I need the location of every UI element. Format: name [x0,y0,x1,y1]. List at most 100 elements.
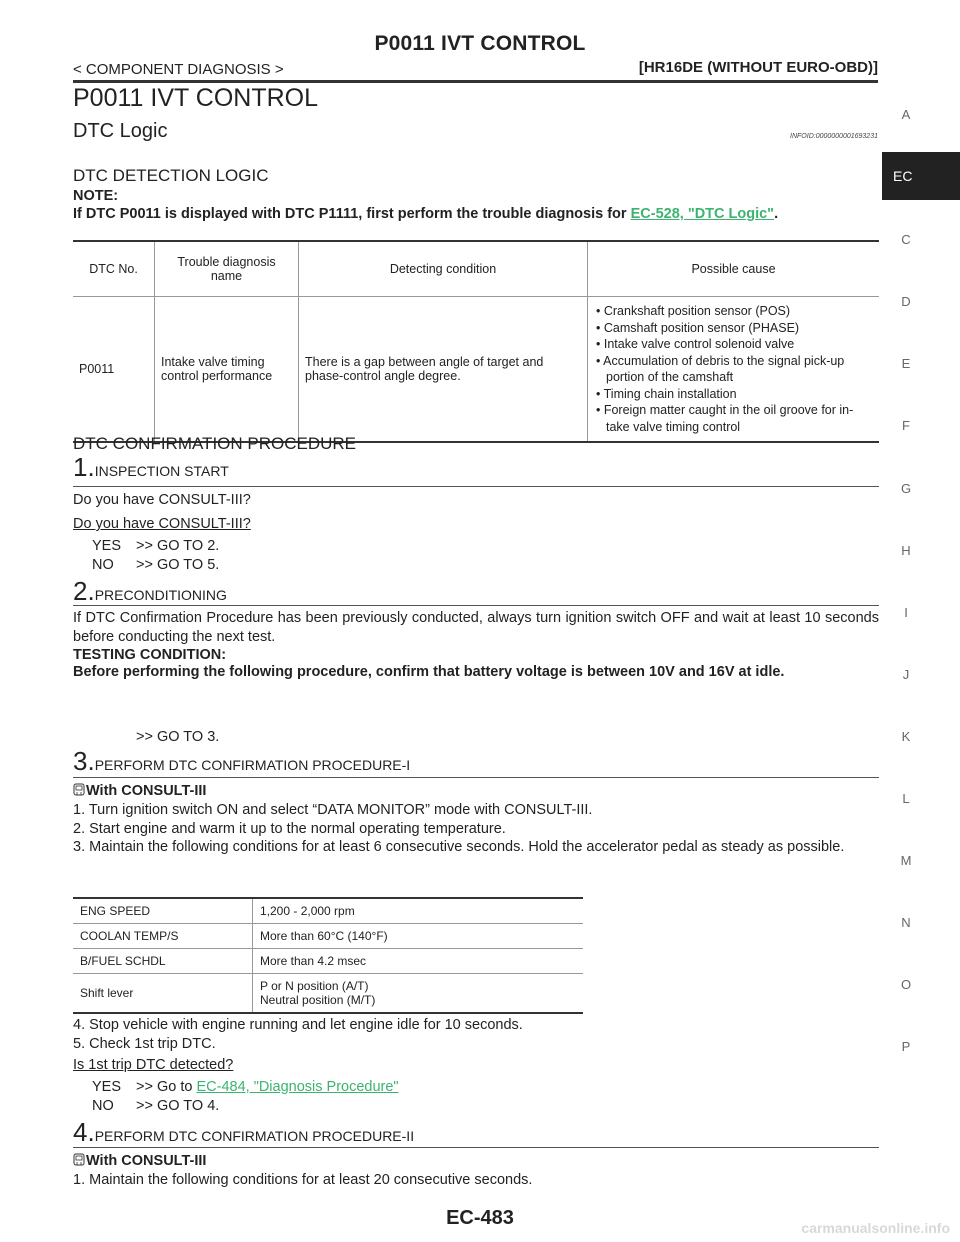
consult-icon [73,1153,85,1166]
consult-label: With CONSULT-III [86,783,207,799]
cause-item: • Crankshaft position sensor (POS) [596,304,791,318]
step3-item-3-text: 3. Maintain the following conditions for… [73,839,845,855]
table-row: COOLAN TEMP/S More than 60°C (140°F) [73,923,583,949]
consult-line: With CONSULT-III [73,782,879,801]
step1-line: Do you have CONSULT-III? [73,492,251,508]
col-possible-cause: Possible cause [587,241,879,297]
no-text: >> GO TO 5. [136,557,220,573]
step3-answers: YES>> Go to EC-484, "Diagnosis Procedure… [92,1078,399,1116]
table-row: P0011 Intake valve timing control perfor… [73,296,879,442]
note-label: NOTE: [73,188,119,204]
step-title-text: PERFORM DTC CONFIRMATION PROCEDURE-II [94,1128,415,1144]
step-rule [73,605,879,606]
step3-item-4: 4. Stop vehicle with engine running and … [73,1017,523,1033]
table-row: Shift lever P or N position (A/T) Neutra… [73,973,583,1014]
cause-item: • Accumulation of debris to the signal p… [596,353,845,385]
step2-title: 2.PRECONDITIONING [73,576,227,607]
consult-line: With CONSULT-III [73,1152,879,1171]
cell-condition: There is a gap between angle of target a… [298,296,588,442]
testing-condition-label: TESTING CONDITION: [73,647,227,663]
cell-causes: • Crankshaft position sensor (POS) • Cam… [587,296,879,442]
cause-item: • Foreign matter caught in the oil groov… [596,403,854,434]
col-detecting-condition: Detecting condition [298,241,588,297]
step-number: 2. [73,576,95,606]
side-tab-o[interactable]: O [900,977,912,992]
side-tab-d[interactable]: D [901,294,911,309]
note-end: . [774,206,779,222]
page-title: P0011 IVT CONTROL [73,84,318,112]
testing-condition-text: Before performing the following procedur… [73,664,785,680]
step1-question: Do you have CONSULT-III? [73,516,251,532]
step-title-text: PERFORM DTC CONFIRMATION PROCEDURE-I [94,757,411,773]
side-tab-n[interactable]: N [901,915,911,930]
watermark: carmanualsonline.info [801,1220,950,1236]
cond-value: More than 4.2 msec [252,948,583,974]
cause-item: • Intake valve control solenoid valve [596,337,795,351]
table-row: B/FUEL SCHDL More than 4.2 msec [73,948,583,974]
side-tab-m[interactable]: M [900,853,912,868]
yes-text: >> Go to [136,1079,197,1095]
step-title-text: INSPECTION START [94,463,229,479]
yes-text: >> GO TO 2. [136,538,220,554]
table-row: ENG SPEED 1,200 - 2,000 rpm [73,898,583,924]
col-dtc-no: DTC No. [89,262,138,276]
side-tab-f[interactable]: F [902,418,910,433]
cell-dtc: P0011 [79,362,115,376]
cond-item: Shift lever [73,973,253,1014]
page-number: EC-483 [446,1207,514,1229]
step4-title: 4.PERFORM DTC CONFIRMATION PROCEDURE-II [73,1117,414,1148]
header-rule [73,80,878,83]
header-section: < COMPONENT DIAGNOSIS > [73,61,284,78]
note-text: If DTC P0011 is displayed with DTC P1111… [73,205,879,224]
dtc-logic-heading: DTC Logic [73,120,168,142]
side-tab-a[interactable]: A [901,107,911,122]
step1-title: 1.INSPECTION START [73,452,229,483]
step2-text: If DTC Confirmation Procedure has been p… [73,610,879,645]
conditions-table: ENG SPEED 1,200 - 2,000 rpm COOLAN TEMP/… [73,897,583,1014]
step3-item-1: 1. Turn ignition switch ON and select “D… [73,802,593,818]
cond-value-line: Neutral position (M/T) [260,992,376,1007]
step-rule [73,486,879,487]
step-number: 4. [73,1117,95,1147]
no-text: >> GO TO 4. [136,1098,220,1114]
side-tab-p[interactable]: P [901,1039,911,1054]
side-tab-k[interactable]: K [901,729,911,744]
step4-item-1: 1. Maintain the following conditions for… [73,1172,533,1188]
info-id: INFOID:0000000001693231 [790,133,878,140]
step-rule [73,777,879,778]
cell-name: Intake valve timing control performance [154,296,299,442]
cause-item: • Camshaft position sensor (PHASE) [596,320,800,335]
cond-value-line: P or N position (A/T) [260,978,369,993]
consult-icon [73,783,85,796]
side-tab-ec[interactable]: EC [882,152,960,200]
side-tab-g[interactable]: G [900,481,912,496]
step-number: 3. [73,746,95,776]
side-tab-h[interactable]: H [901,543,911,558]
detection-heading: DTC DETECTION LOGIC [73,166,269,185]
side-tab-i[interactable]: I [904,605,908,620]
no-label: NO [92,557,114,573]
step3-title: 3.PERFORM DTC CONFIRMATION PROCEDURE-I [73,746,410,777]
cond-value: 1,200 - 2,000 rpm [252,898,583,924]
note-body: If DTC P0011 is displayed with DTC P1111… [73,206,631,222]
step2-goto: >> GO TO 3. [136,729,220,745]
step3-question: Is 1st trip DTC detected? [73,1057,234,1073]
yes-label: YES [92,538,122,554]
side-tab-c[interactable]: C [901,232,911,247]
side-tab-e[interactable]: E [901,356,911,371]
step3-item-5: 5. Check 1st trip DTC. [73,1036,216,1052]
cond-item: B/FUEL SCHDL [73,948,253,974]
cond-value: P or N position (A/T) Neutral position (… [252,973,583,1014]
step3-item-3: 3. Maintain the following conditions for… [73,838,879,857]
col-trouble-name: Trouble diagnosis name [154,241,299,297]
side-tab-l[interactable]: L [902,791,910,806]
dtc-table: DTC No. Trouble diagnosis name Detecting… [73,240,879,443]
header-title: P0011 IVT CONTROL [374,32,586,55]
diagnosis-procedure-link[interactable]: EC-484, "Diagnosis Procedure" [196,1079,399,1095]
side-tab-j[interactable]: J [902,667,910,682]
note-link[interactable]: EC-528, "DTC Logic" [630,206,775,222]
cause-item: • Timing chain installation [596,386,737,401]
step-rule [73,1147,879,1148]
step3-item-2: 2. Start engine and warm it up to the no… [73,821,506,837]
cond-item: COOLAN TEMP/S [73,923,253,949]
